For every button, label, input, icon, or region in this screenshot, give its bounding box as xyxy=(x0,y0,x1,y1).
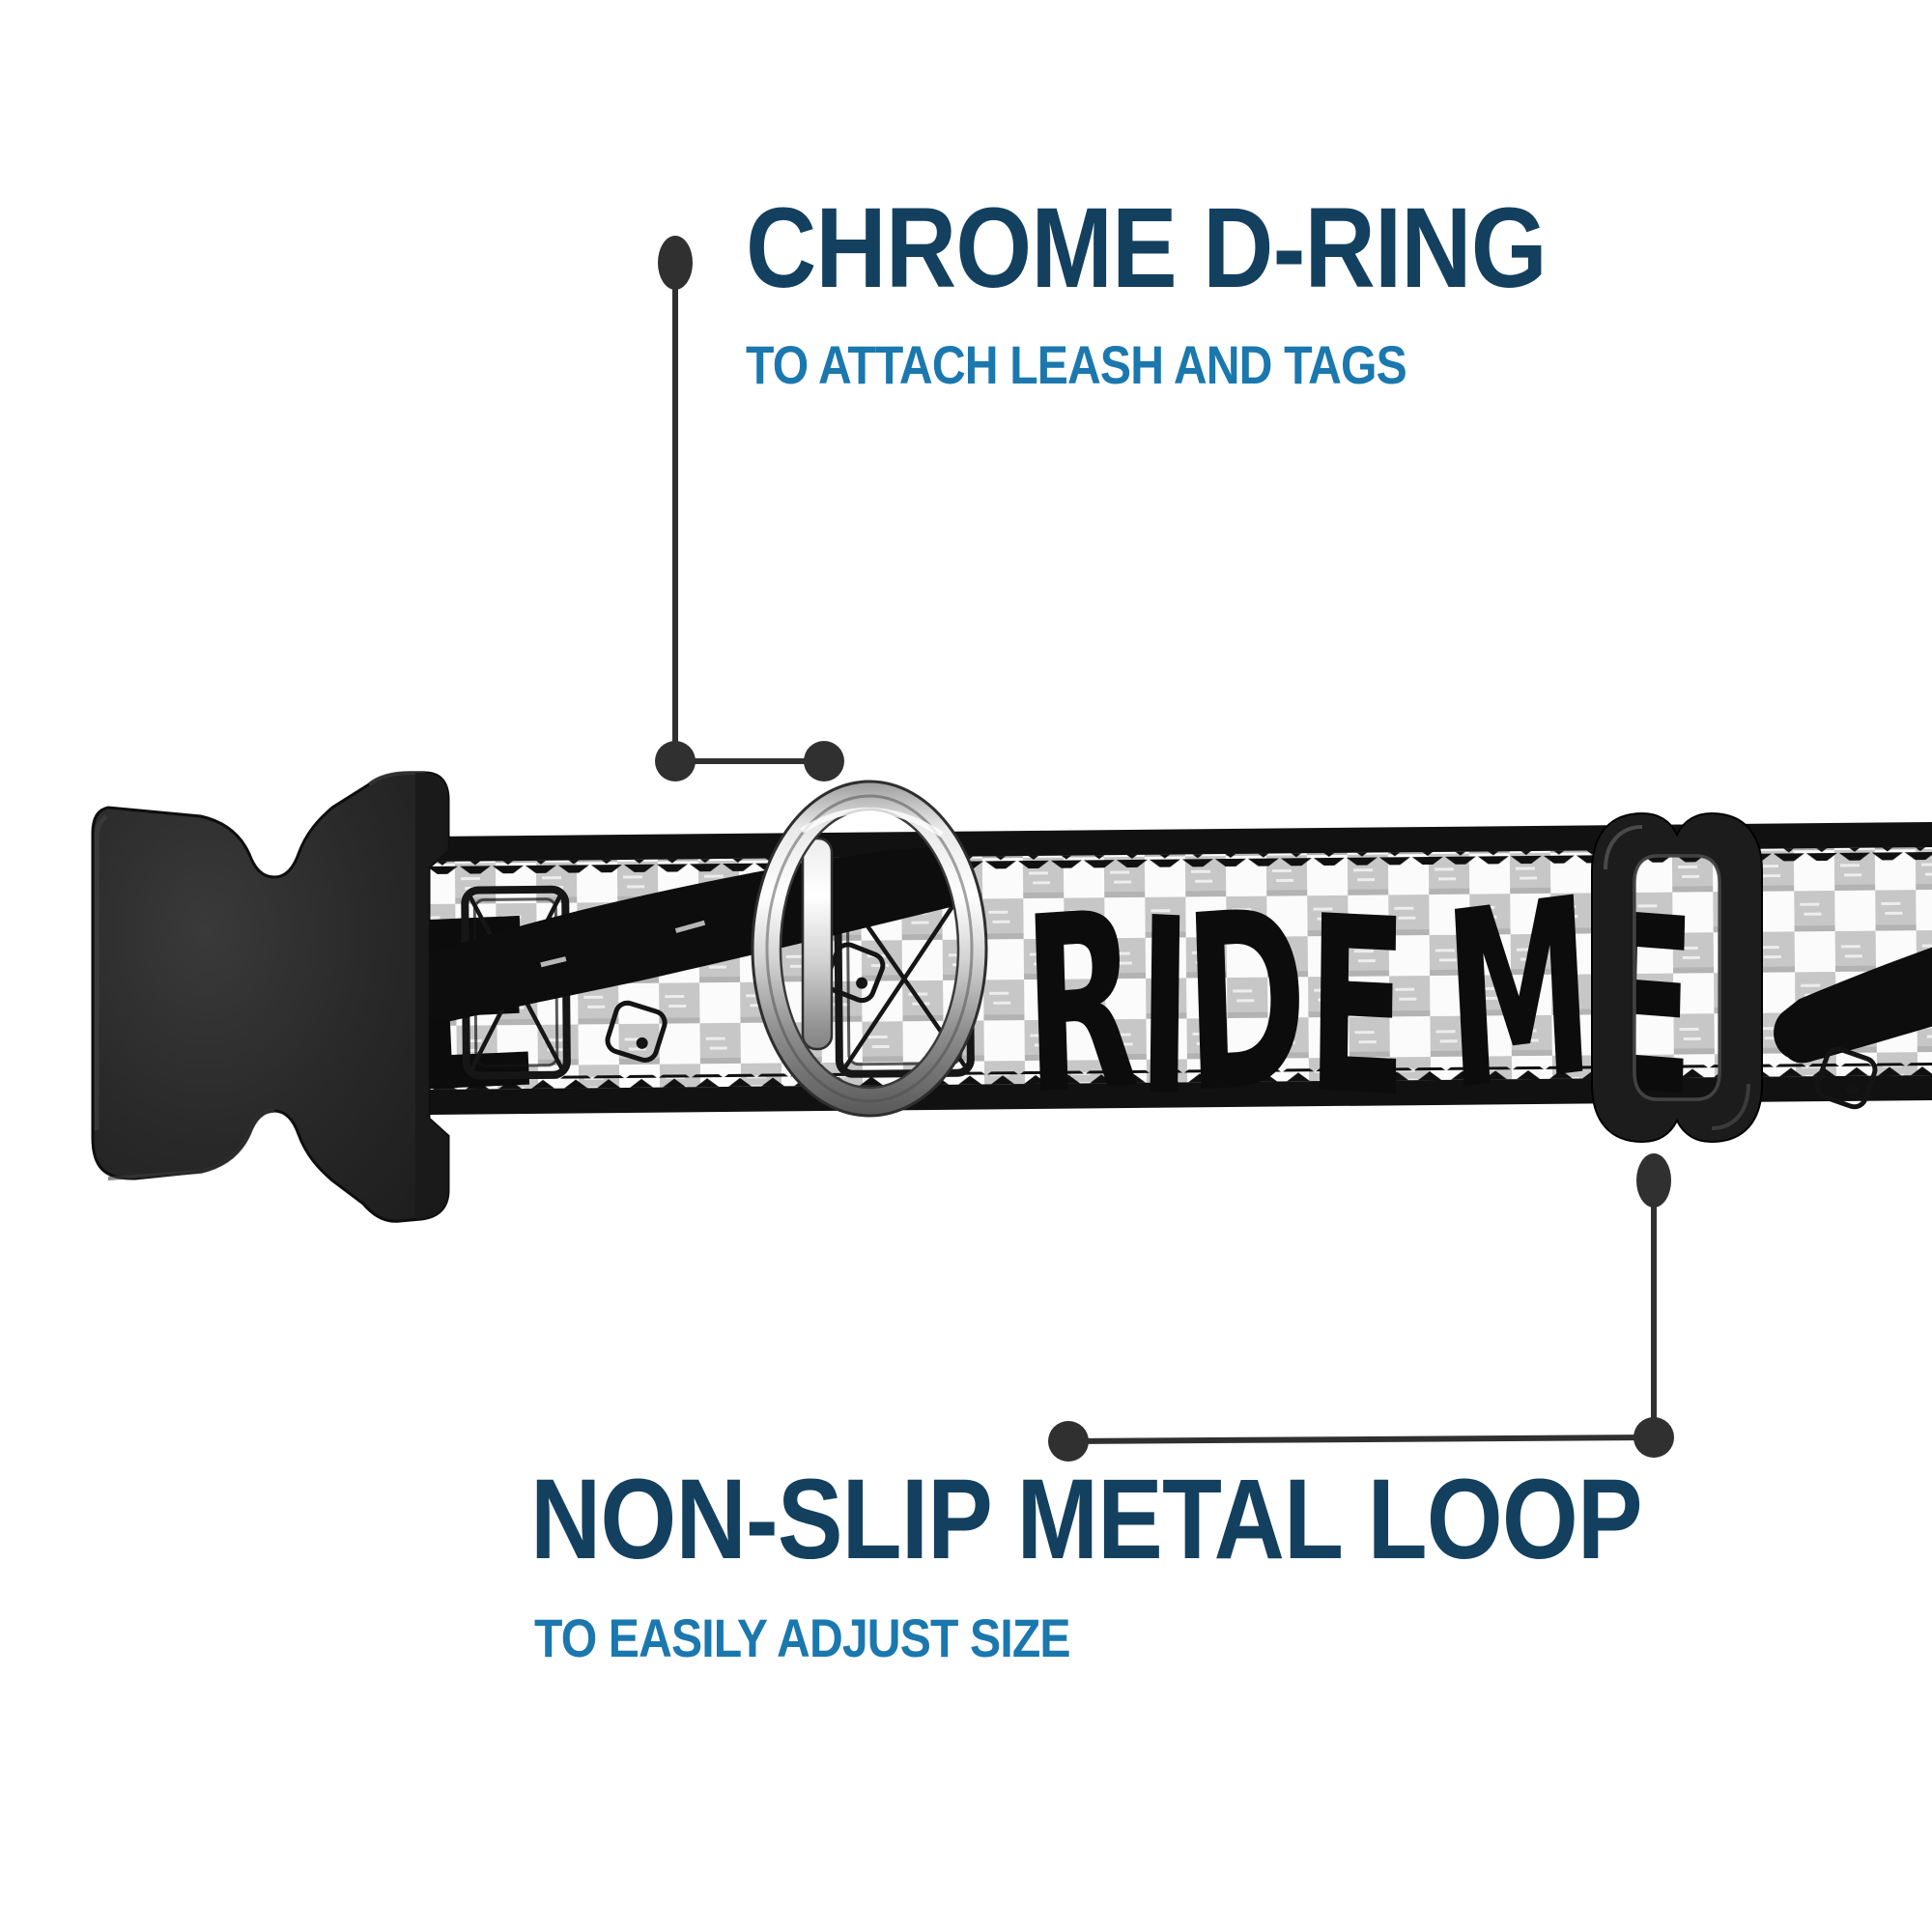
bottom-callout: NON-SLIP METAL LOOP TO EASILY ADJUST SIZ… xyxy=(530,1463,1823,1665)
leader-dot-bottom-end xyxy=(1048,1421,1089,1462)
d-ring xyxy=(751,780,988,1118)
leader-dot-bottom-start xyxy=(1636,1153,1671,1208)
bottom-callout-title: NON-SLIP METAL LOOP xyxy=(530,1456,1643,1583)
leader-dot-top-end xyxy=(804,741,844,781)
triglide-slider xyxy=(1591,811,1763,1144)
skateboard-deck-2 xyxy=(1774,933,1932,1110)
top-callout-title: CHROME D-RING xyxy=(746,185,1548,312)
leader-dot-top-title xyxy=(658,236,693,290)
callout-leaders xyxy=(655,236,1674,1462)
wheel-doodle-1 xyxy=(605,1000,668,1063)
bottom-callout-subtitle: TO EASILY ADJUST SIZE xyxy=(534,1607,1071,1668)
top-callout-subtitle: TO ATTACH LEASH AND TAGS xyxy=(746,334,1407,395)
side-release-buckle xyxy=(91,771,450,1223)
top-callout: CHROME D-RING TO ATTACH LEASH AND TAGS xyxy=(746,191,1677,392)
